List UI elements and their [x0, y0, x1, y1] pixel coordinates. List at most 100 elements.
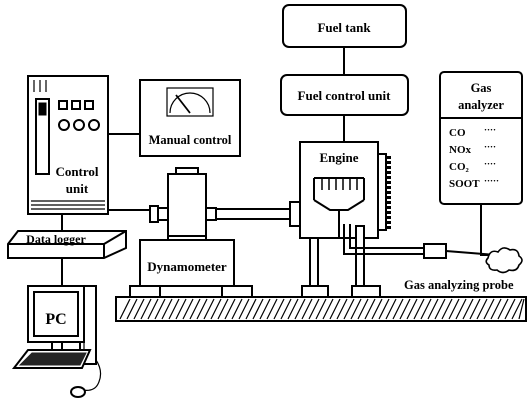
rail-hatch [175, 298, 187, 320]
rail-hatch [518, 298, 525, 320]
gear-tooth [386, 181, 391, 184]
control-unit: Control unit [27, 75, 109, 215]
gear-tooth [386, 201, 391, 204]
rail-hatch [392, 298, 404, 320]
rail-hatch [280, 298, 292, 320]
manual-control-label: Manual control [149, 133, 232, 147]
rail-hatch [490, 298, 502, 320]
data-logger: Data logger [7, 230, 127, 259]
gas-reading-name: NOx [449, 144, 472, 156]
rail-hatch [364, 298, 376, 320]
rail-hatch [434, 298, 446, 320]
rail-hatch [140, 298, 152, 320]
rail-hatch [308, 298, 320, 320]
rail-hatch [497, 298, 509, 320]
rail-hatch [399, 298, 411, 320]
gear-tooth [386, 211, 391, 214]
analyzer-probe-line [480, 204, 496, 256]
gear-tooth [386, 191, 391, 194]
base-rail [115, 296, 527, 322]
rail-hatch [385, 298, 397, 320]
gauge-needle [175, 94, 191, 114]
gear-tooth [386, 186, 391, 189]
rail-hatch [511, 298, 523, 320]
gas-reading-name: CO [449, 127, 466, 139]
gas-analyzer-label-2: analyzer [458, 98, 504, 112]
rail-hatch [469, 298, 481, 320]
gear-tooth [386, 156, 391, 159]
rail-hatch [336, 298, 348, 320]
rail-hatch [357, 298, 369, 320]
flywheel [377, 153, 387, 231]
gas-reading-value: ···· [484, 125, 496, 135]
fuel-tank-label: Fuel tank [317, 20, 371, 35]
exhaust-smoke [485, 247, 523, 274]
rail-hatch [147, 298, 159, 320]
control-unit-label-2: unit [66, 181, 89, 196]
gear-tooth [386, 206, 391, 209]
gas-probe [423, 243, 447, 259]
fuel-control-unit: Fuel control unit [280, 74, 409, 116]
mouse-cable [81, 359, 102, 391]
control-unit-label-1: Control [55, 164, 98, 179]
engine-label: Engine [319, 150, 358, 165]
rail-hatch [161, 298, 173, 320]
rail-hatch [301, 298, 313, 320]
rail-hatch [224, 298, 236, 320]
gear-tooth [386, 196, 391, 199]
rail-hatch [462, 298, 474, 320]
rail-hatch [476, 298, 488, 320]
rail-hatch [378, 298, 390, 320]
gas-reading-value: ···· [484, 142, 496, 152]
rail-hatch [259, 298, 271, 320]
rail-hatch [196, 298, 208, 320]
shaft-coupling-right [289, 201, 301, 227]
rail-hatch [448, 298, 460, 320]
dynamometer: Dynamometer [129, 167, 253, 298]
shaft-coupling-left [149, 205, 159, 223]
gas-analyzer-label-1: Gas [471, 81, 492, 95]
rail-hatch [252, 298, 264, 320]
gas-reading-name: CO₂ [449, 161, 470, 173]
rail-hatch [455, 298, 467, 320]
pc: PC [11, 285, 102, 398]
data-logger-label: Data logger [26, 232, 86, 246]
rail-hatch [217, 298, 229, 320]
rail-hatch [315, 298, 327, 320]
gear-tooth [386, 216, 391, 219]
rail-hatch [504, 298, 516, 320]
rail-hatch [266, 298, 278, 320]
gas-analyzing-probe-label: Gas analyzing probe [404, 278, 514, 292]
dynamometer-label: Dynamometer [147, 259, 227, 274]
gas-analyzer: Gas analyzer CO ···· NOx ···· CO₂ ···· S… [439, 71, 523, 205]
rail-hatch [441, 298, 453, 320]
rail-hatch [238, 298, 250, 320]
rail-hatch [322, 298, 334, 320]
rail-hatch [203, 298, 215, 320]
gear-tooth [386, 221, 391, 224]
rail-hatch [245, 298, 257, 320]
rail-hatch [483, 298, 495, 320]
rail-hatch [133, 298, 145, 320]
rail-hatch [273, 298, 285, 320]
rail-hatch [343, 298, 355, 320]
rail-hatch [154, 298, 166, 320]
drive-shaft [215, 208, 291, 220]
rail-hatch [427, 298, 439, 320]
rail-hatch [294, 298, 306, 320]
engine: Engine [299, 141, 391, 298]
rail-hatch [413, 298, 425, 320]
gear-tooth [386, 166, 391, 169]
exhaust-line [343, 224, 523, 274]
gear-tooth [386, 226, 391, 229]
gas-reading-value: ···· [484, 159, 496, 169]
fuel-control-unit-label: Fuel control unit [298, 88, 392, 103]
gas-reading-name: SOOT [449, 178, 480, 190]
rail-hatch [231, 298, 243, 320]
pc-label: PC [45, 311, 66, 328]
gear-tooth [386, 176, 391, 179]
rail-hatch [126, 298, 138, 320]
rail-hatch [210, 298, 222, 320]
